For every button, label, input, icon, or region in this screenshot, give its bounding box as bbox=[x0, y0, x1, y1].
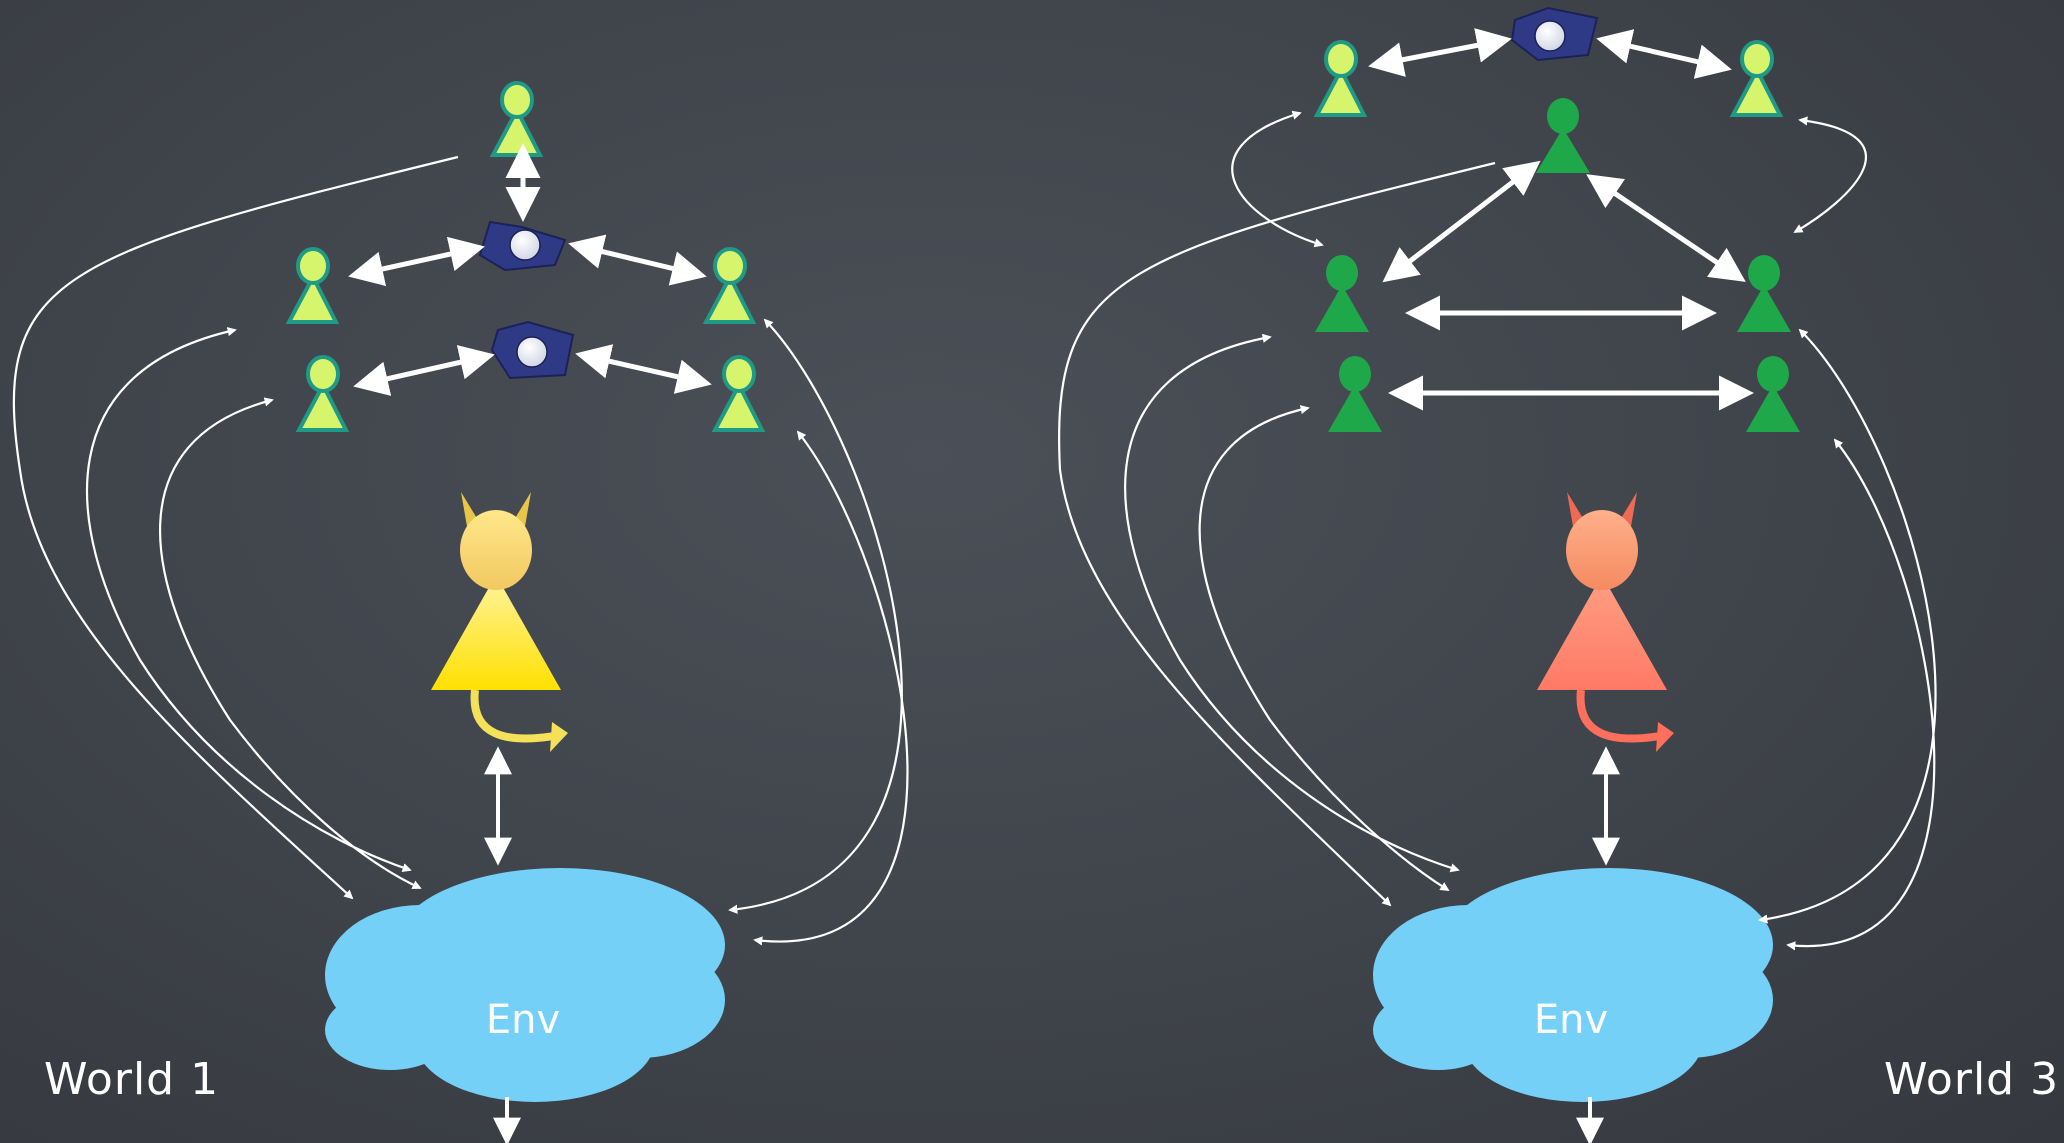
curve-ur-w1 bbox=[728, 318, 903, 914]
env-label-w1: Env bbox=[486, 997, 560, 1043]
peer-upper-right-w1 bbox=[702, 247, 757, 324]
curve-lr-env-w3 bbox=[1786, 438, 1936, 951]
peer-low-left-w3 bbox=[1328, 356, 1382, 432]
curve-ul-w1 bbox=[86, 327, 412, 873]
arrow-hub-ur-w1 bbox=[568, 234, 707, 286]
arrow-ll-hub-w1 bbox=[353, 345, 495, 396]
env-cloud-w3 bbox=[1373, 868, 1773, 1102]
curve-top-w1 bbox=[12, 155, 459, 900]
peer-mid-left-w3 bbox=[1315, 255, 1369, 332]
demon-w3 bbox=[1537, 492, 1674, 752]
curve-tr-mr-w3 bbox=[1793, 116, 1867, 233]
world-1: Env bbox=[12, 81, 909, 1143]
env-label-w3: Env bbox=[1534, 997, 1608, 1043]
peer-center-top-w3 bbox=[1536, 98, 1590, 173]
world-3-label: World 3 bbox=[1884, 1054, 2060, 1105]
peer-lower-right-w1 bbox=[711, 355, 766, 432]
curve-ct-env-w3 bbox=[1058, 161, 1496, 907]
arrow-ct-mr-w3 bbox=[1586, 174, 1746, 282]
hub-w3 bbox=[1510, 6, 1599, 62]
world-1-label: World 1 bbox=[44, 1054, 220, 1105]
peer-low-right-w3 bbox=[1746, 356, 1800, 432]
curve-lr-w1 bbox=[753, 430, 909, 946]
peer-mid-right-w3 bbox=[1737, 255, 1791, 332]
env-cloud-w1 bbox=[325, 868, 725, 1102]
curve-mr-env-w3 bbox=[1758, 328, 1937, 924]
world-3: Env bbox=[1058, 6, 1937, 1143]
peer-top-left-w3 bbox=[1313, 40, 1368, 117]
curve-ll-w1 bbox=[159, 397, 422, 890]
hub-upper-w1 bbox=[478, 220, 567, 272]
peer-top-w1 bbox=[489, 81, 544, 157]
demon-tail-w1 bbox=[470, 689, 561, 743]
curve-ll-env-w3 bbox=[1198, 405, 1450, 891]
curve-ml-env-w3 bbox=[1124, 333, 1460, 873]
arrow-hub-lr-w1 bbox=[575, 344, 712, 394]
demon-tail-w3 bbox=[1576, 689, 1667, 743]
arrow-ul-hub-w1 bbox=[348, 236, 485, 287]
arrow-hub-tr-w3 bbox=[1596, 29, 1732, 79]
arrow-tl-hub-w3 bbox=[1368, 28, 1512, 77]
peer-upper-left-w1 bbox=[285, 247, 340, 324]
arrow-ct-ml-w3 bbox=[1382, 160, 1541, 283]
hub-lower-w1 bbox=[490, 320, 575, 380]
curve-tl-ml-w3 bbox=[1231, 110, 1324, 248]
demon-w1 bbox=[431, 492, 568, 752]
peer-lower-left-w1 bbox=[295, 355, 350, 432]
peer-top-right-w3 bbox=[1729, 40, 1784, 117]
